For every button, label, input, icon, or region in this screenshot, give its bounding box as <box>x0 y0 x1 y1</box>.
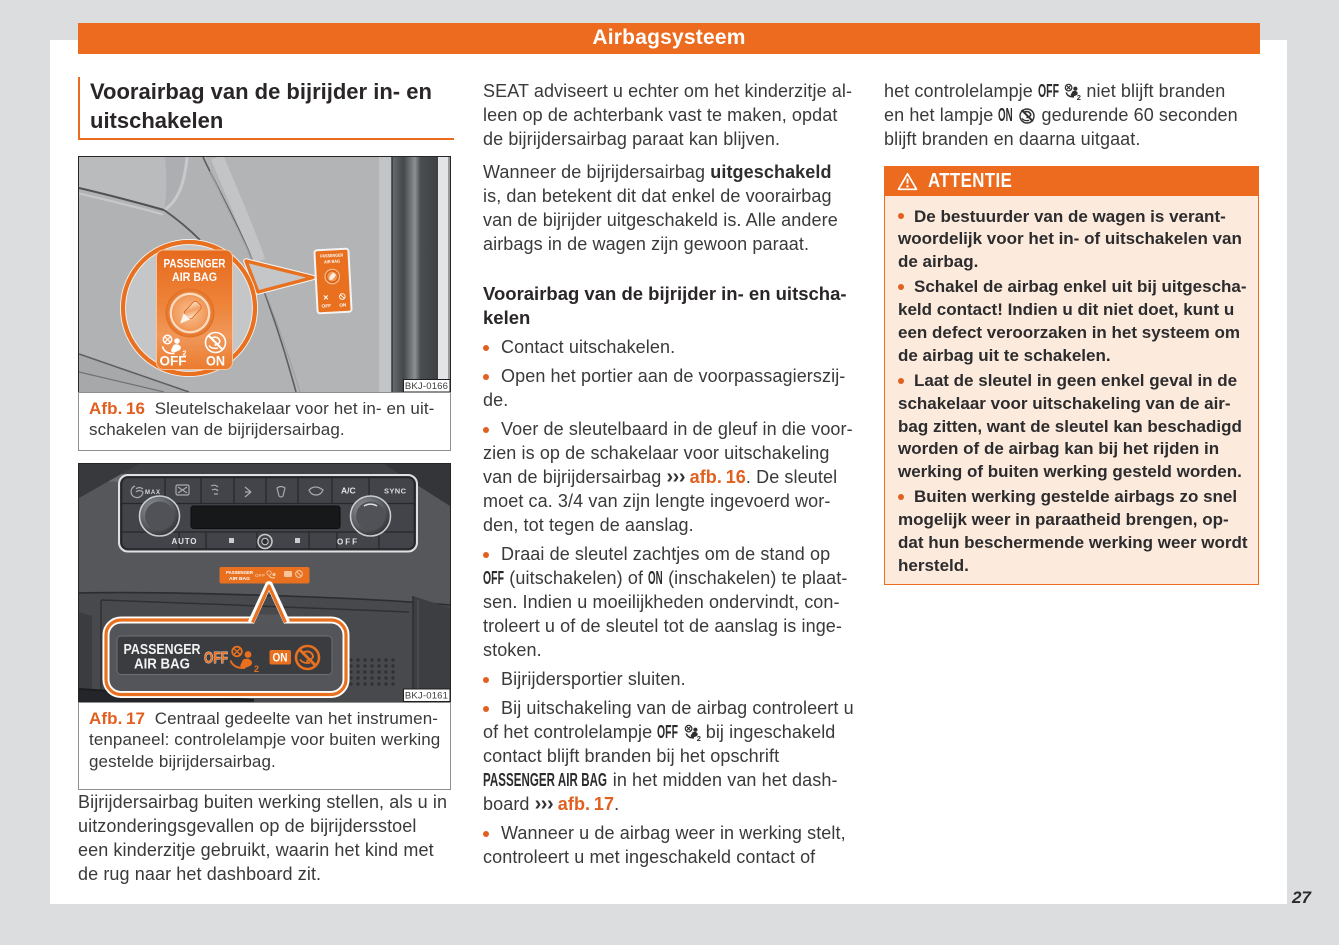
svg-text:ON: ON <box>339 302 347 307</box>
svg-text:AIR BAG: AIR BAG <box>134 656 190 672</box>
svg-text:OFF: OFF <box>160 353 187 369</box>
svg-text:PASSENGER: PASSENGER <box>320 252 344 258</box>
svg-text:AIR BAG: AIR BAG <box>324 259 341 265</box>
svg-text:SYNC: SYNC <box>384 486 407 495</box>
svg-text:OFF: OFF <box>204 650 228 667</box>
svg-text:OFF: OFF <box>255 573 265 578</box>
svg-text:2: 2 <box>1077 93 1081 100</box>
svg-text:AUTO: AUTO <box>172 537 197 546</box>
svg-text:PASSENGER: PASSENGER <box>226 569 253 575</box>
svg-text:2: 2 <box>254 664 259 674</box>
svg-text:OFF: OFF <box>337 537 357 546</box>
svg-text:A/C: A/C <box>341 485 356 495</box>
svg-text:ON: ON <box>273 652 288 664</box>
svg-text:ON: ON <box>206 353 225 369</box>
svg-text:BKJ-0166: BKJ-0166 <box>405 381 448 392</box>
svg-text:PASSENGER: PASSENGER <box>124 642 201 658</box>
svg-text:2: 2 <box>696 734 700 741</box>
svg-text:AIR BAG: AIR BAG <box>229 575 250 581</box>
svg-text:MAX: MAX <box>145 490 160 496</box>
svg-text:AIR BAG: AIR BAG <box>172 270 217 284</box>
svg-text:OFF: OFF <box>321 303 331 309</box>
svg-text:BKJ-0161: BKJ-0161 <box>405 690 448 701</box>
svg-text:2: 2 <box>183 351 187 358</box>
svg-text:PASSENGER: PASSENGER <box>164 257 226 271</box>
